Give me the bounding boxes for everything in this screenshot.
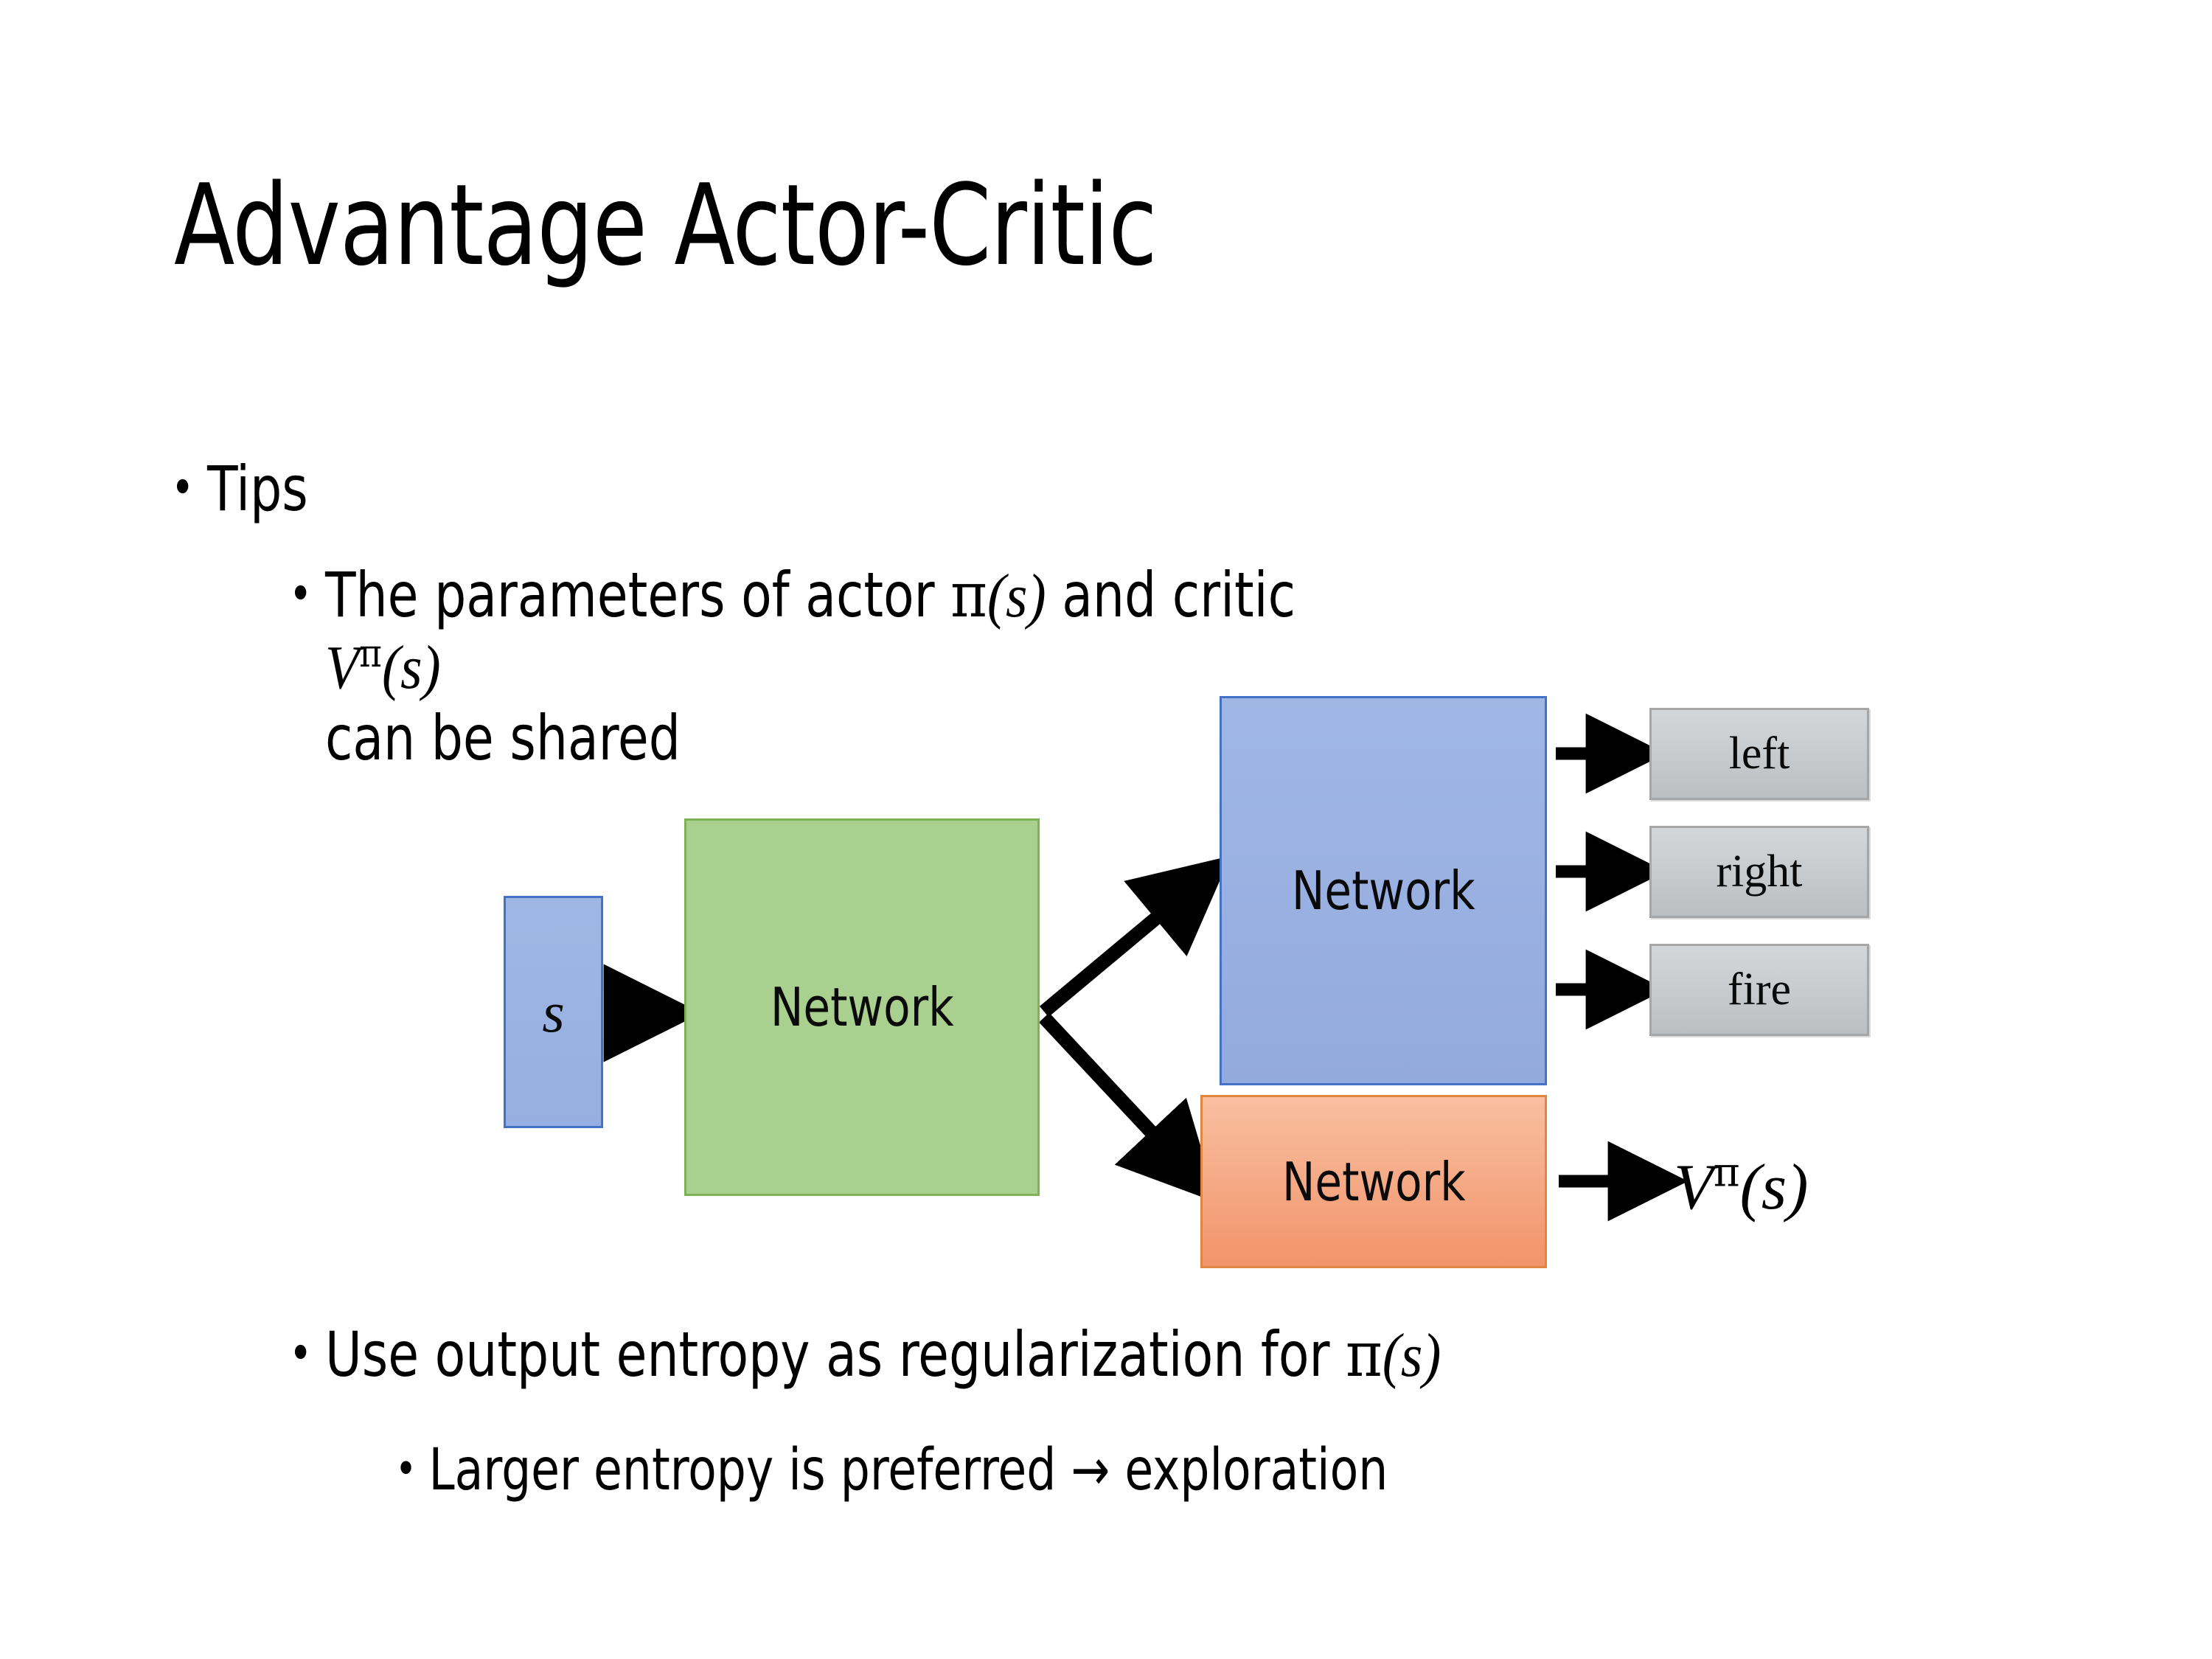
entropy-pi-symbol: π	[1345, 1318, 1382, 1391]
shared-mid: and critic	[1046, 559, 1295, 631]
bullet-shared-parameters: • The parameters of actor π(s) and criti…	[289, 560, 1351, 773]
bullet-tips-label: Tips	[206, 453, 308, 525]
bullet-larger-label: Larger entropy is preferred → exploratio…	[428, 1437, 1388, 1503]
value-pi-superscript: π	[1713, 1148, 1740, 1196]
page-title: Advantage Actor-Critic	[174, 160, 1158, 291]
action-box-right[interactable]: right	[1649, 826, 1869, 918]
bullet-marker-icon: •	[289, 566, 313, 623]
critic-network-label: Network	[1281, 1150, 1466, 1213]
bullet-marker-icon: •	[289, 1326, 313, 1382]
arrow-shared-to-critic-network	[1039, 1012, 1218, 1203]
action-box-left[interactable]: left	[1649, 708, 1869, 800]
value-args: (s)	[1739, 1152, 1809, 1223]
bullet-marker-icon: •	[171, 460, 195, 517]
actor-args: (s)	[987, 562, 1046, 630]
bullet-larger-entropy: • Larger entropy is preferred → explorat…	[395, 1438, 1388, 1503]
shared-pre: The parameters of actor	[324, 559, 951, 631]
arrow-shared-to-actor-network	[1039, 855, 1231, 1018]
critic-network-box[interactable]: Network	[1200, 1095, 1547, 1268]
action-label-right: right	[1716, 846, 1803, 897]
input-state-label: s	[542, 979, 565, 1044]
critic-v-symbol: V	[324, 633, 360, 702]
input-state-box[interactable]: s	[504, 896, 603, 1128]
critic-value-output: Vπ(s)	[1674, 1150, 1808, 1225]
bullet-entropy-regularization: • Use output entropy as regularization f…	[289, 1320, 1441, 1391]
shared-network-box[interactable]: Network	[684, 818, 1040, 1196]
action-label-left: left	[1728, 728, 1790, 779]
entropy-pre: Use output entropy as regularization for	[324, 1318, 1346, 1391]
action-label-fire: fire	[1727, 964, 1792, 1015]
entropy-args: (s)	[1382, 1321, 1441, 1390]
shared-network-label: Network	[770, 976, 954, 1038]
bullet-marker-icon: •	[395, 1444, 417, 1496]
actor-pi-symbol: π	[950, 559, 987, 631]
shared-post: can be shared	[324, 701, 681, 774]
critic-pi-superscript: π	[359, 631, 382, 676]
bullet-shared-text: The parameters of actor π(s) and critic …	[325, 560, 1351, 773]
critic-args: (s)	[381, 633, 441, 702]
actor-network-box[interactable]: Network	[1220, 696, 1547, 1085]
actor-network-label: Network	[1291, 860, 1475, 922]
bullet-tips: • Tips	[171, 454, 308, 524]
value-v-symbol: V	[1674, 1152, 1714, 1223]
action-box-fire[interactable]: fire	[1649, 944, 1869, 1036]
bullet-entropy-text: Use output entropy as regularization for…	[325, 1320, 1441, 1391]
